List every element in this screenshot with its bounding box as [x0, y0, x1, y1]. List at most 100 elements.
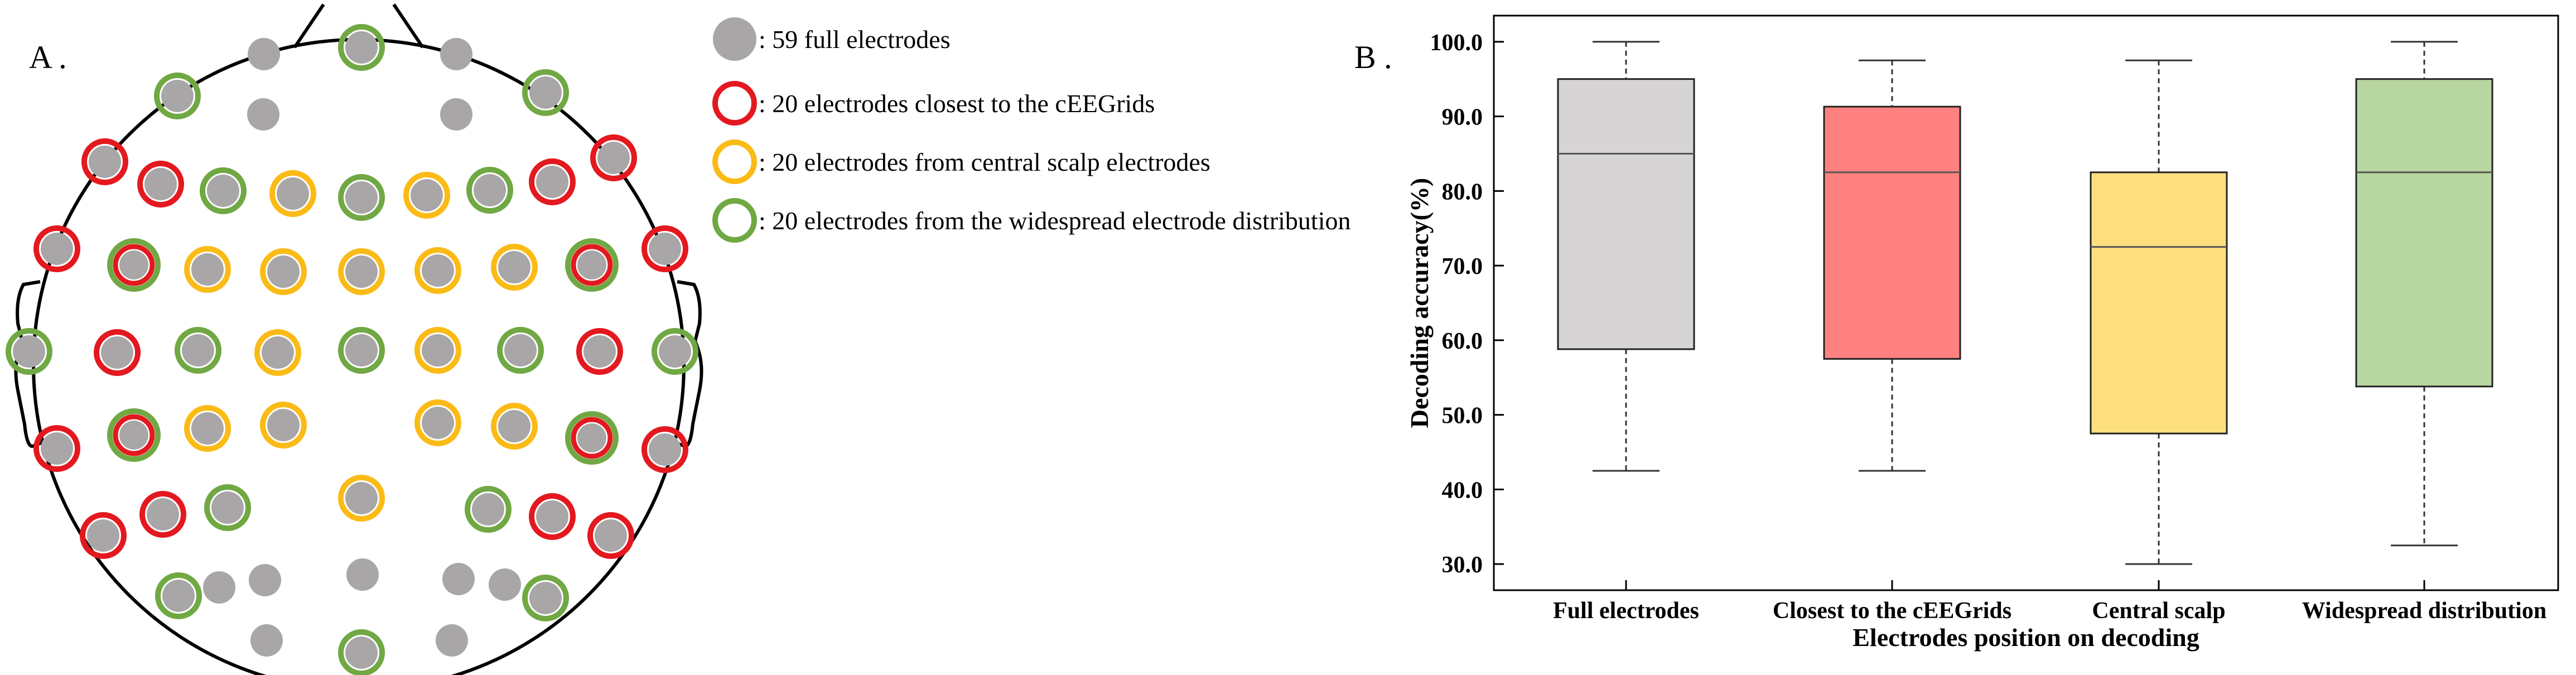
- legend-item-2: : 20 electrodes closest to the cEEGrids: [712, 81, 1155, 126]
- legend-ring-marker: [712, 81, 757, 126]
- electrode-dot: [13, 335, 45, 368]
- closest-ring: [113, 414, 155, 456]
- electrode-dot: [262, 336, 294, 369]
- electrode-30: [338, 327, 385, 374]
- electrode-dot: [649, 433, 681, 466]
- electrode-43: [139, 491, 186, 538]
- electrode-44: [204, 484, 251, 531]
- electrode-dot: [474, 174, 506, 206]
- electrode-25: [565, 238, 619, 292]
- electrode-5: [522, 69, 569, 116]
- y-tick-label: 100.0: [1430, 30, 1483, 56]
- central-ring: [491, 244, 538, 291]
- closest-ring: [529, 493, 576, 540]
- electrode-dot: [529, 582, 562, 614]
- electrode-2: [338, 24, 385, 71]
- electrode-dot: [442, 563, 475, 595]
- iqr-box: [1557, 78, 1695, 350]
- electrode-22: [338, 248, 385, 295]
- closest-ring: [641, 426, 688, 473]
- electrode-8: [81, 138, 128, 185]
- legend-item-1: : 59 full electrodes: [713, 17, 951, 61]
- widespread-ring: [565, 411, 619, 465]
- electrode-14: [403, 172, 450, 219]
- iqr-box: [2355, 78, 2493, 388]
- electrode-41: [565, 411, 619, 465]
- widespread-ring: [652, 328, 698, 375]
- electrode-dot: [422, 407, 454, 439]
- central-ring: [338, 475, 385, 522]
- central-ring: [184, 246, 231, 293]
- electrode-dot: [649, 233, 681, 265]
- central-ring: [491, 403, 538, 450]
- electrode-dot: [529, 76, 562, 109]
- electrode-dot: [277, 177, 309, 210]
- electrode-1: [248, 38, 280, 70]
- central-ring: [414, 327, 461, 374]
- y-tick-label: 30.0: [1442, 552, 1483, 578]
- legend-text: : 20 electrodes from central scalp elect…: [759, 148, 1210, 176]
- electrode-45: [338, 475, 385, 522]
- electrode-dot: [203, 571, 235, 604]
- closest-ring: [33, 225, 80, 272]
- electrode-46: [465, 486, 512, 533]
- y-tick-label: 40.0: [1442, 478, 1483, 503]
- electrode-29: [254, 329, 301, 376]
- electrode-dot: [345, 482, 378, 514]
- electrode-55: [489, 568, 521, 601]
- closest-ring: [571, 244, 613, 286]
- electrode-dot: [89, 146, 121, 178]
- electrode-50: [155, 572, 202, 619]
- closest-ring: [641, 225, 688, 272]
- electrode-58: [338, 629, 385, 675]
- electrode-49: [587, 512, 634, 559]
- legend-text: : 59 full electrodes: [759, 25, 951, 54]
- electrode-6: [247, 98, 279, 131]
- widespread-ring: [338, 174, 385, 221]
- electrode-18: [641, 225, 688, 272]
- electrode-17: [33, 225, 80, 272]
- electrode-28: [175, 327, 221, 374]
- electrode-dot: [41, 233, 73, 265]
- widespread-ring: [497, 327, 544, 374]
- electrode-33: [576, 328, 623, 375]
- electrode-dot: [577, 423, 606, 452]
- electrode-dot: [436, 624, 468, 657]
- closest-ring: [590, 134, 637, 181]
- electrode-dot: [440, 38, 472, 70]
- electrode-13: [338, 174, 385, 221]
- electrode-42: [641, 426, 688, 473]
- electrode-dot: [87, 519, 119, 552]
- electrode-31: [414, 327, 461, 374]
- electrode-7: [440, 98, 472, 131]
- widespread-ring: [200, 167, 247, 214]
- electrode-dot: [191, 253, 224, 286]
- electrode-dot: [595, 519, 627, 552]
- widespread-ring: [466, 167, 513, 214]
- box-4: [2355, 41, 2493, 547]
- panel-a-legend: : 59 full electrodes : 20 electrodes clos…: [712, 17, 1350, 243]
- legend-ring-marker: [712, 139, 757, 184]
- electrode-21: [260, 248, 307, 295]
- electrode-11: [200, 167, 247, 214]
- central-ring: [254, 329, 301, 376]
- box-3: [2090, 59, 2228, 565]
- electrode-52: [249, 564, 281, 596]
- electrode-dot: [536, 166, 568, 198]
- electrode-dot: [41, 432, 73, 465]
- electrode-34: [652, 328, 698, 375]
- electrode-dot: [182, 334, 214, 367]
- electrode-54: [442, 563, 475, 595]
- box-1: [1557, 41, 1695, 472]
- electrode-dot: [191, 412, 224, 445]
- y-tick-label: 90.0: [1442, 105, 1483, 131]
- legend-filled-marker: [713, 17, 756, 61]
- right-ear: [675, 280, 703, 449]
- y-tick-label: 50.0: [1442, 403, 1483, 429]
- widespread-ring: [338, 24, 385, 71]
- electrode-dot: [248, 38, 280, 70]
- box-2: [1823, 59, 1961, 472]
